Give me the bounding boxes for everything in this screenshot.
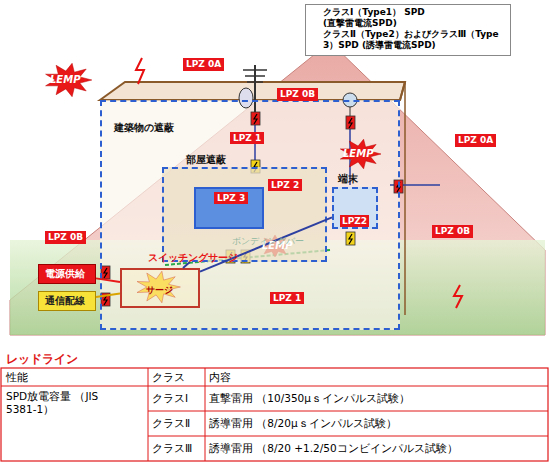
table-rule bbox=[148, 368, 149, 461]
source-box: 電源供給 bbox=[38, 264, 96, 284]
zone-label: LPZ 0B bbox=[432, 225, 473, 238]
table-cell: 直撃雷用 （10/350μｓインパルス試験） bbox=[209, 392, 410, 405]
spd-class1-symbol bbox=[101, 266, 110, 279]
lemp-burst bbox=[46, 63, 92, 96]
table-header: クラス bbox=[152, 371, 185, 384]
table-cell: 誘導雷用 （8/20 +1.2/50コンビインパルス試験） bbox=[209, 442, 458, 455]
table-rule bbox=[148, 411, 548, 412]
source-label: 電源供給 bbox=[45, 268, 85, 280]
legend-text: クラスⅡ（Type2）およびクラスⅢ（Type 3）SPD (誘導雷電流SPD) bbox=[323, 29, 508, 51]
spd-bolt bbox=[349, 234, 352, 244]
lemp-text: LEMP bbox=[343, 148, 373, 159]
spd-bolt bbox=[104, 268, 107, 278]
wire-connector bbox=[96, 278, 120, 282]
distribution-box: サージ bbox=[120, 268, 200, 308]
satellite-dish bbox=[239, 88, 253, 108]
spd-bolt bbox=[349, 118, 352, 128]
spd-class1-symbol bbox=[101, 293, 110, 306]
zone-label: LPZ 0B bbox=[45, 231, 86, 244]
spd-bolt bbox=[254, 114, 257, 124]
lemp-text: LEMP bbox=[50, 74, 80, 85]
spacer bbox=[0, 350, 549, 351]
zone-title: 建築物の遮蔽 bbox=[114, 122, 174, 134]
lpz0-cone bbox=[10, 42, 545, 335]
wire-connector bbox=[183, 262, 190, 268]
surge-label: サージ bbox=[146, 284, 173, 296]
table-cell: 誘導雷用 （8/20μｓインパルス試験） bbox=[209, 417, 397, 430]
zone-box: LPZ 3 bbox=[194, 187, 264, 229]
zone-title: 部屋遮蔽 bbox=[186, 154, 226, 166]
table-header: 性能 bbox=[6, 371, 28, 384]
table-frame bbox=[1, 368, 548, 461]
table-cell: SPD放電容量 （JIS 5381-1） bbox=[6, 390, 106, 416]
zone-box: 建築物の遮蔽LPZ 1LPZ 1部屋遮蔽LPZ 2LPZ 3端末LPZ2サージ bbox=[100, 100, 400, 330]
table-rule bbox=[148, 436, 548, 437]
zone-label: LPZ 1 bbox=[270, 292, 304, 304]
antenna-bar bbox=[247, 81, 263, 83]
source-label: 通信配線 bbox=[45, 295, 85, 307]
building-edge bbox=[404, 82, 406, 315]
table-cell: クラスⅠ bbox=[152, 392, 188, 405]
lightning-bolt bbox=[454, 285, 462, 308]
table-cell: クラスⅡ bbox=[152, 417, 190, 430]
table-rule bbox=[1, 386, 548, 387]
zone-box: 部屋遮蔽LPZ 2LPZ 3 bbox=[162, 167, 327, 262]
zone-label: LPZ2 bbox=[340, 215, 369, 227]
spd-class1-symbol bbox=[251, 112, 260, 125]
building-wall bbox=[100, 100, 400, 330]
spd-class1-symbol bbox=[346, 116, 355, 129]
spd-class2-symbol bbox=[346, 232, 355, 245]
zone-box: 端末LPZ2 bbox=[332, 187, 378, 229]
device-title: 端末 bbox=[338, 173, 358, 185]
zone-label: LPZ 0A bbox=[183, 58, 224, 71]
surge-note: スイッチングサージ bbox=[148, 252, 238, 263]
zone-label: LPZ 0B bbox=[277, 88, 318, 101]
zone-label: LPZ 0A bbox=[455, 134, 496, 147]
lemp-burst bbox=[340, 139, 381, 169]
lightning-bolt bbox=[136, 58, 144, 84]
wire-connector bbox=[200, 217, 332, 271]
table-cell: クラスⅢ bbox=[152, 442, 192, 455]
spd-bolt bbox=[104, 295, 107, 305]
zone-label: LPZ 2 bbox=[268, 179, 302, 191]
legend-text: クラスⅠ（Type1） SPD (直撃雷電流SPD) bbox=[323, 7, 433, 29]
zone-label: LPZ 1 bbox=[230, 132, 264, 144]
antenna-bar bbox=[243, 69, 267, 71]
table-rule bbox=[205, 368, 206, 461]
antenna-bar bbox=[245, 75, 265, 77]
diagram-title: レッドライン bbox=[6, 351, 78, 368]
zone-label: LPZ 3 bbox=[214, 192, 248, 204]
wire-connector bbox=[96, 294, 120, 297]
antenna-mast bbox=[254, 65, 256, 118]
table-header: 内容 bbox=[209, 371, 231, 384]
bonding-note: ボンディングバー bbox=[232, 236, 304, 247]
source-box: 通信配線 bbox=[38, 291, 96, 311]
